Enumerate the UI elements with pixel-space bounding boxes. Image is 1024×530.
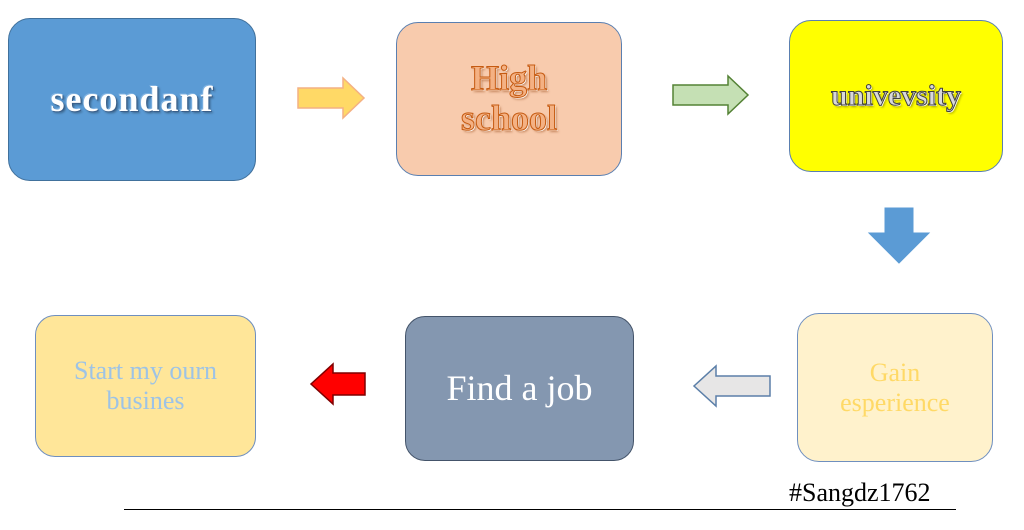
signature-text: #Sangdz1762: [789, 478, 931, 507]
node-highschool-label: High school: [460, 58, 557, 138]
node-start-business: Start my ourn busines: [35, 315, 256, 457]
node-findjob-line-1: Find a job: [446, 367, 593, 408]
node-gain-line-1: Gain: [869, 357, 921, 387]
node-secondary-label: secondanf: [50, 79, 213, 120]
node-find-job: Find a job: [405, 316, 634, 461]
arrow-right-icon: [297, 76, 366, 120]
node-university: univevsity: [789, 20, 1003, 172]
node-university-label: univevsity: [830, 78, 962, 114]
node-gain-label: Gain esperience: [840, 358, 950, 418]
node-business-line-1: Start my ourn: [74, 356, 217, 386]
node-highschool-line-2: school: [460, 98, 557, 138]
arrow-left-icon: [692, 364, 771, 408]
arrow-left-icon: [309, 362, 366, 406]
node-gain-experience: Gain esperience: [797, 313, 993, 462]
node-business-label: Start my ourn busines: [74, 356, 217, 416]
arrow-right-icon: [672, 74, 750, 116]
arrow-down-icon: [867, 207, 931, 264]
node-business-line-2: busines: [106, 386, 185, 415]
node-secondary: secondanf: [8, 18, 256, 181]
node-findjob-label: Find a job: [446, 368, 592, 409]
signature-underline: [124, 509, 956, 510]
node-gain-line-2: esperience: [840, 387, 950, 417]
node-secondary-line-1: secondanf: [50, 78, 214, 119]
node-university-line-1: univevsity: [830, 78, 962, 112]
node-highschool-line-1: High: [470, 58, 547, 99]
node-highschool: High school: [396, 22, 622, 176]
